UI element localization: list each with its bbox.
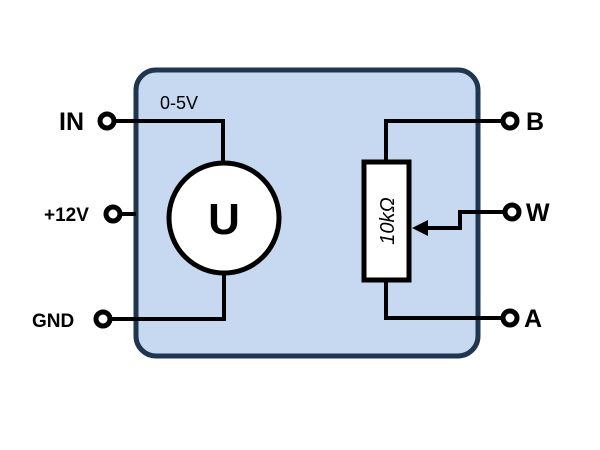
wire-w xyxy=(425,210,512,230)
label-w: W xyxy=(526,199,550,227)
wire-gnd xyxy=(103,273,226,321)
wire-b xyxy=(384,119,510,162)
terminal-in[interactable] xyxy=(97,111,117,131)
terminal-b[interactable] xyxy=(500,111,520,131)
wire-a xyxy=(384,280,510,320)
label-gnd: GND xyxy=(32,311,74,332)
voltage-source-label: U xyxy=(208,195,240,244)
terminal-12v[interactable] xyxy=(103,204,123,224)
wire-in xyxy=(107,119,225,163)
potentiometer-symbol xyxy=(361,159,412,283)
terminal-w[interactable] xyxy=(502,202,522,222)
resistor-value-label: 10kΩ xyxy=(377,197,399,244)
wiper-arrow-icon xyxy=(412,220,428,236)
label-in: IN xyxy=(59,108,84,136)
terminal-gnd[interactable] xyxy=(93,309,113,329)
terminal-a[interactable] xyxy=(500,308,520,328)
label-a: A xyxy=(524,305,542,333)
voltage-source-symbol xyxy=(166,160,282,276)
label-12v: +12V xyxy=(44,205,89,226)
voltage-range-label: 0-5V xyxy=(160,93,198,113)
label-b: B xyxy=(526,108,544,136)
